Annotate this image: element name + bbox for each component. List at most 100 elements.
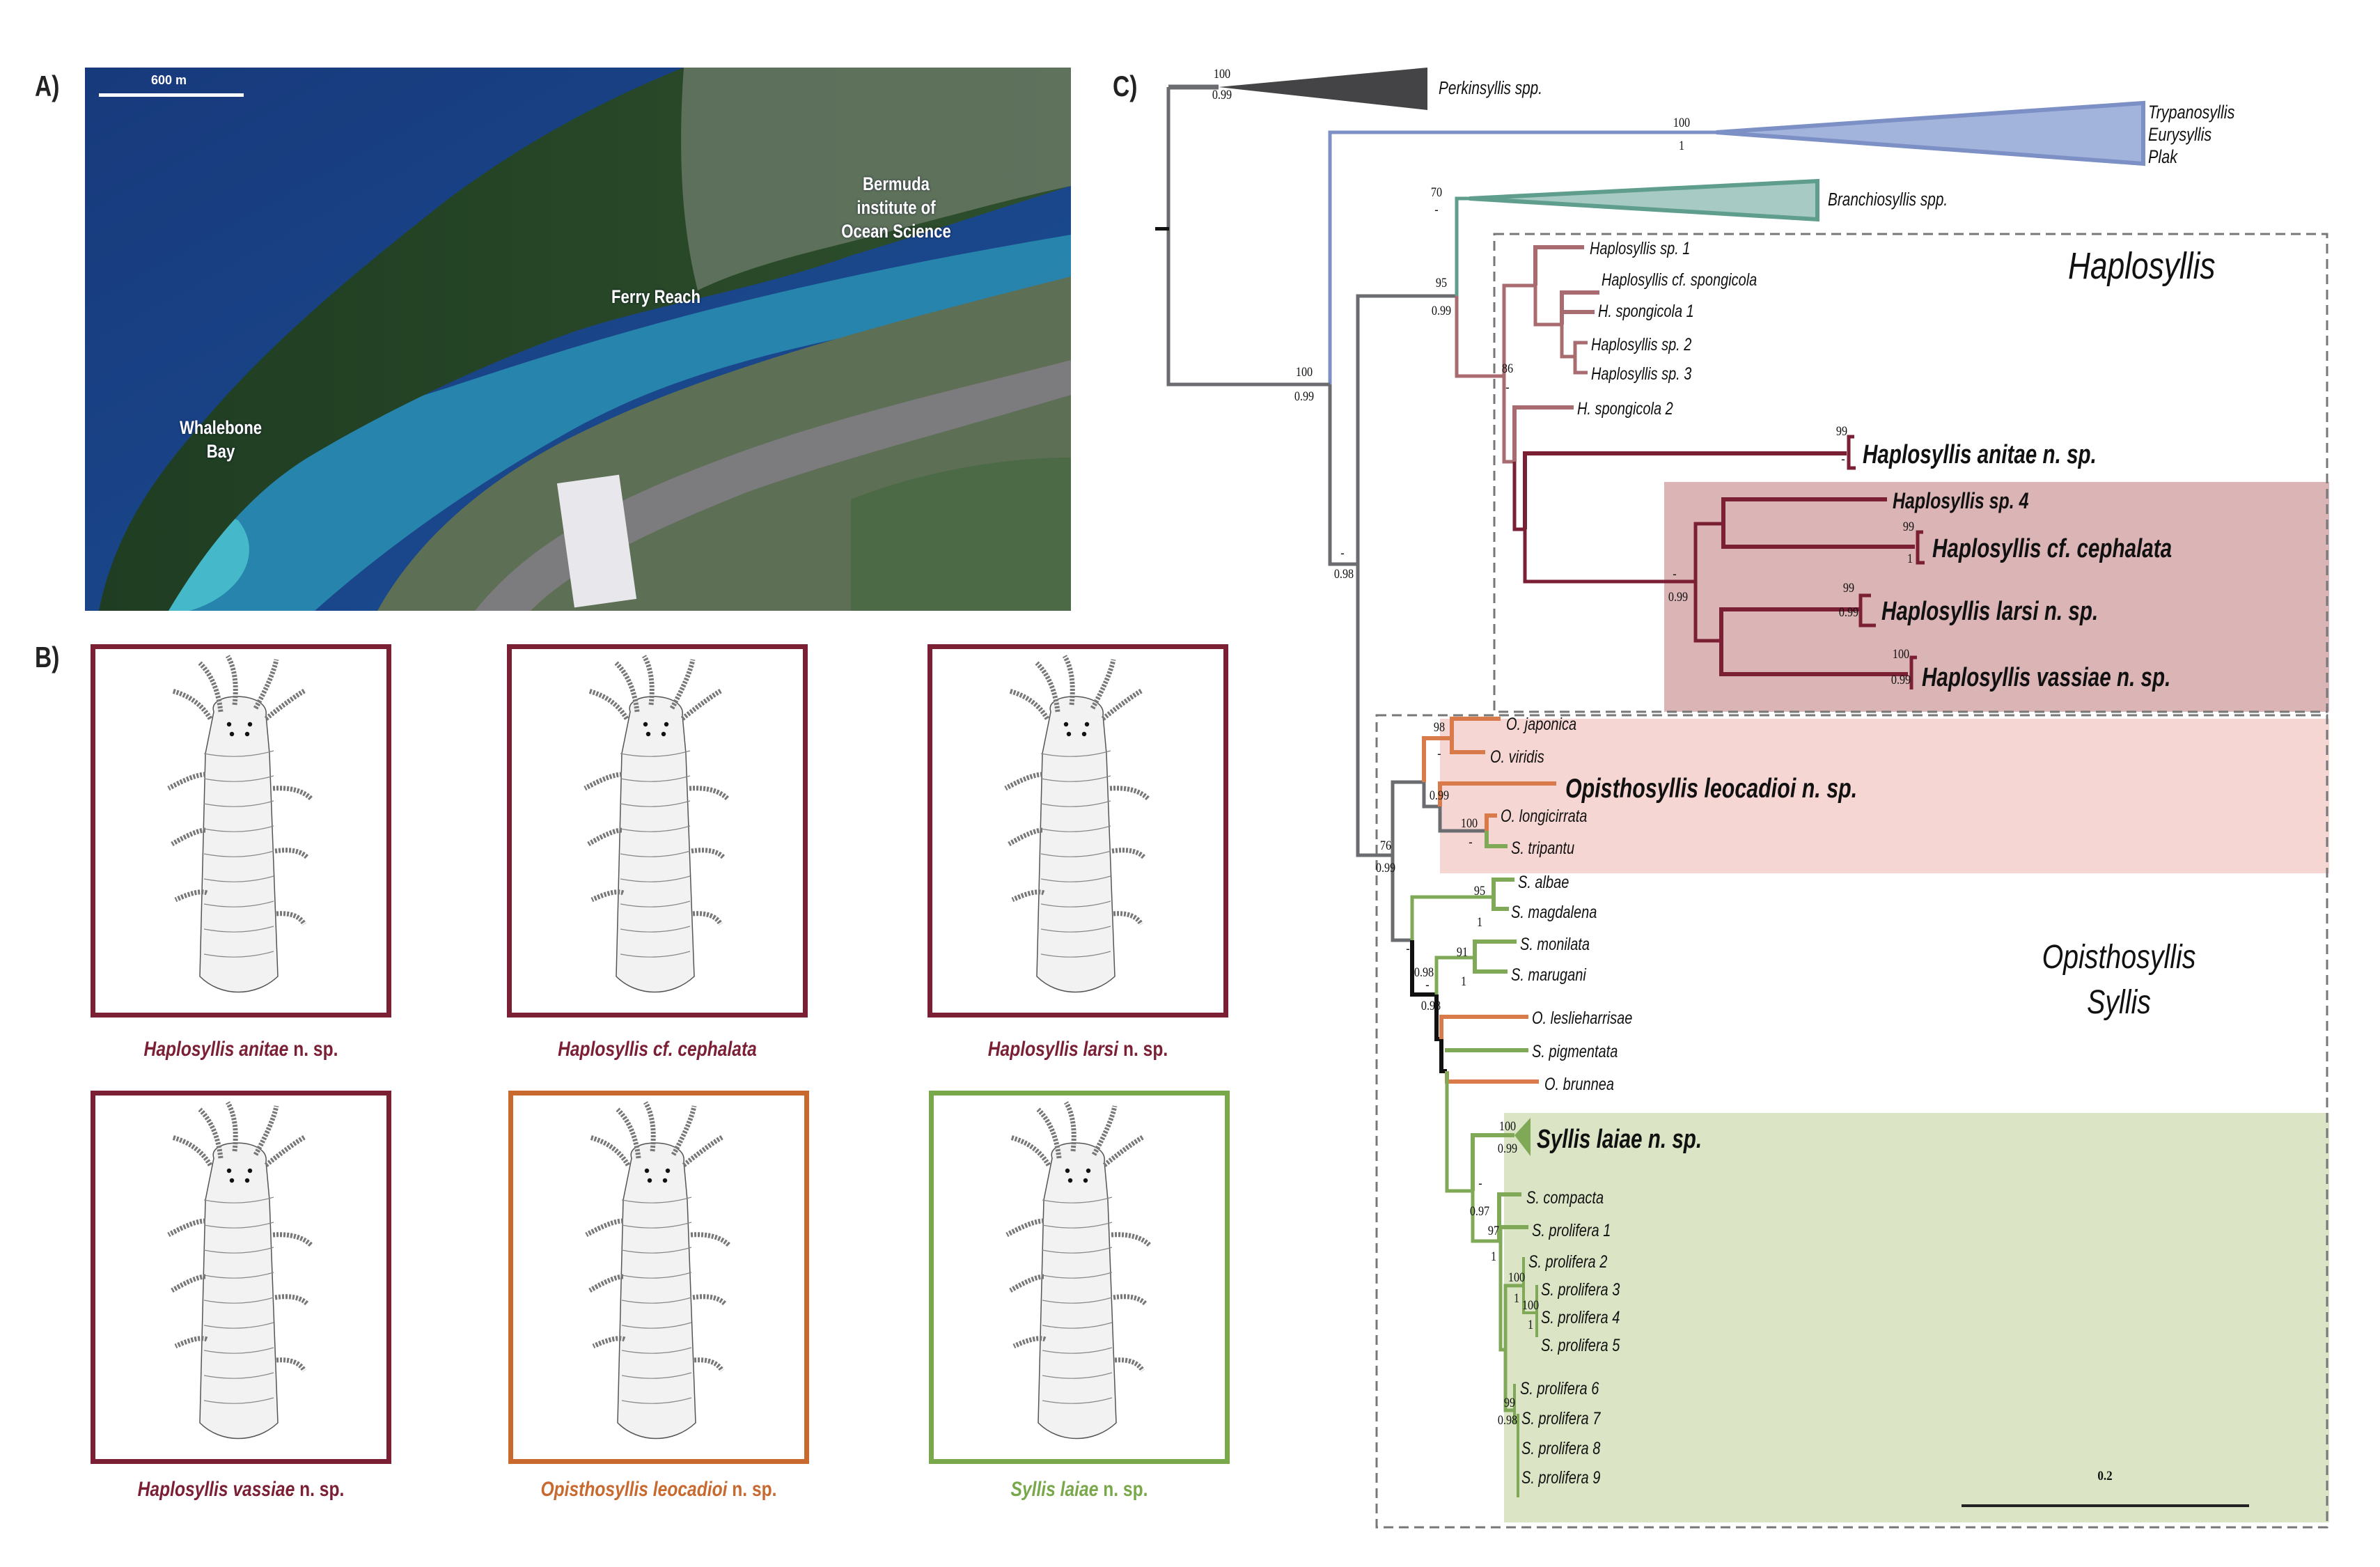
- branch-haplosyllis-stem: [1455, 296, 1504, 378]
- support-albae-top: 95: [1474, 883, 1485, 898]
- segment-line: [1040, 825, 1111, 832]
- segment-line: [620, 750, 691, 757]
- map-scale-label: 600 m: [151, 73, 187, 87]
- illustration-card: [927, 644, 1228, 1018]
- branch-h-sp3: [1573, 357, 1588, 375]
- runway: [475, 360, 1071, 611]
- place-line: Ocean Science: [841, 221, 951, 242]
- highlight-box-syllis-laiae: [1504, 1113, 2329, 1522]
- branch-root: [1166, 87, 1306, 387]
- cirrus: [253, 1105, 279, 1156]
- worm-body: [199, 696, 279, 993]
- support-hbox-bottom: 0.99: [1668, 589, 1688, 605]
- cirrus: [692, 1294, 728, 1307]
- eye-spot: [1065, 1168, 1070, 1174]
- cirrus: [1111, 848, 1147, 860]
- branch-h-sp4: [1721, 497, 1887, 524]
- panel-label-c: C): [1113, 70, 1138, 102]
- cirrus: [171, 827, 206, 847]
- segment-line: [203, 1247, 274, 1254]
- branch: [1693, 522, 1723, 582]
- support-97-top: 97: [1488, 1223, 1499, 1238]
- label-branchiosyllis: Branchiosyllis spp.: [1828, 189, 1948, 210]
- cirrus: [616, 1107, 641, 1159]
- support-p6-bottom: 0.98: [1498, 1412, 1517, 1428]
- support-p3-bottom: 1: [1528, 1317, 1533, 1332]
- illustration-caption: Haplosyllis anitae n. sp.: [70, 1038, 412, 1061]
- branch-h-cf-spongicola: [1560, 290, 1599, 325]
- branch: [1502, 376, 1514, 464]
- branch-syllis-stem: [1391, 855, 1412, 942]
- segment-line: [621, 1222, 692, 1229]
- illustration-caption: Haplosyllis cf. cephalata: [486, 1038, 829, 1061]
- cirrus: [1114, 1357, 1145, 1372]
- caption-epithet: larsi: [1083, 1038, 1123, 1061]
- label-o-longicirrata: O. longicirrata: [1501, 806, 1587, 826]
- cirrus: [167, 772, 206, 791]
- branch-s-marugani: [1473, 958, 1508, 974]
- cirrus: [276, 911, 307, 926]
- label-s-prolifera-9: S. prolifera 9: [1521, 1468, 1601, 1488]
- collapsed-clade-perkinsyllis: [1219, 68, 1427, 110]
- worm-body: [617, 1142, 696, 1440]
- cirrus: [590, 889, 625, 903]
- cirrus: [264, 688, 306, 721]
- branch-h-spongicola-1: [1560, 293, 1595, 314]
- place-line: institute of: [856, 197, 936, 218]
- segment-line: [203, 1372, 274, 1379]
- cirrus: [167, 1218, 206, 1238]
- branch: [1502, 283, 1535, 376]
- label-o-viridis: O. viridis: [1490, 747, 1544, 767]
- support-opisthosyllis-bottom: 0.99: [1430, 788, 1449, 803]
- branch: [1410, 895, 1494, 940]
- eye-spot: [661, 731, 666, 737]
- segment-line: [203, 926, 274, 933]
- illustration-caption: Haplosyllis vassiae n. sp.: [70, 1478, 412, 1502]
- illustration-card: [507, 644, 808, 1018]
- worm-drawing: [167, 655, 313, 993]
- segment-line: [203, 901, 274, 907]
- support-monilata-top: 91: [1457, 944, 1468, 960]
- cirrus: [643, 1101, 656, 1152]
- segment-line: [203, 1222, 274, 1229]
- map-artwork: [85, 68, 1071, 611]
- cirrus: [1101, 688, 1143, 721]
- branch-branchiosyllis: [1455, 196, 1469, 296]
- eye-spot: [1083, 1178, 1088, 1183]
- label-s-prolifera-4: S. prolifera 4: [1541, 1308, 1620, 1327]
- label-h-sp1: Haplosyllis sp. 1: [1590, 239, 1690, 258]
- support-cephalata-bottom: 1: [1907, 551, 1913, 566]
- support-larsi-top: 99: [1843, 580, 1854, 595]
- cirrus: [1004, 772, 1043, 791]
- worm-body: [616, 696, 695, 993]
- label-h-spongicola-2: H. spongicola 2: [1577, 399, 1673, 419]
- branch: [1512, 462, 1525, 531]
- branch: [1434, 956, 1475, 995]
- label-h-sp3: Haplosyllis sp. 3: [1591, 364, 1692, 384]
- support-p2-bottom: 1: [1514, 1291, 1519, 1306]
- caption-epithet: anitae: [239, 1038, 294, 1061]
- caption-genus: Syllis: [1010, 1478, 1060, 1501]
- cirrus: [174, 889, 208, 903]
- branch-h-cephalata: [1721, 524, 1915, 549]
- segment-line: [1042, 1297, 1113, 1304]
- eye-spot: [244, 1178, 250, 1183]
- support-branchiosyllis-top: 70: [1431, 185, 1442, 200]
- cirrus: [253, 659, 279, 710]
- segment-line: [203, 850, 274, 857]
- eye-spot: [644, 1168, 650, 1174]
- caption-epithet: cf. cephalata: [652, 1038, 757, 1061]
- cirrus: [1109, 786, 1150, 801]
- support-p3-top: 100: [1522, 1297, 1539, 1313]
- eye-spot: [244, 731, 250, 737]
- support-japonica-top: 98: [1434, 719, 1445, 735]
- segment-line: [1042, 1272, 1113, 1279]
- illustration-card: [508, 1091, 809, 1464]
- urban-area: [681, 68, 1071, 290]
- cirrus: [592, 1336, 626, 1349]
- branch-o-leocadioi: [1438, 781, 1556, 806]
- segment-line: [1040, 926, 1111, 933]
- support-76-bottom: 0.99: [1376, 860, 1395, 875]
- branch-syllis-laiae: [1471, 1133, 1514, 1191]
- satellite-map: 600 m Bermuda institute of Ocean Science…: [85, 68, 1071, 611]
